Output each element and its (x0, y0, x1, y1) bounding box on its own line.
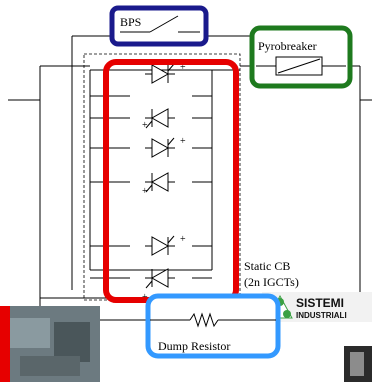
static-cb-label: Static CB (244, 259, 290, 273)
open-switch-icon (149, 15, 179, 33)
plus-marker: + (180, 62, 186, 73)
pyrobreaker: Pyrobreaker (249, 25, 353, 89)
pyrobreaker-label: Pyrobreaker (258, 39, 317, 53)
thyristor-icon-1 (144, 63, 176, 84)
bps-highlight-box (109, 5, 209, 47)
plus-marker: + (180, 136, 186, 147)
plus-marker: + (180, 234, 186, 245)
thyristor-icon-6 (144, 268, 176, 289)
thyristor-icon-3 (144, 137, 176, 158)
dump-resistor-highlight-box (145, 293, 281, 359)
thyristor-icon-5 (144, 235, 176, 256)
thyristor-icon-2 (144, 108, 176, 129)
photo-fragment (0, 306, 100, 382)
plus-marker: + (142, 186, 148, 197)
dump-resistor-label: Dump Resistor (158, 339, 230, 353)
thyristor-icon-4 (144, 172, 176, 193)
photo-fragment-right (344, 346, 372, 382)
static-cb-highlight-box (103, 59, 239, 303)
logo-text-line2: INDUSTRIALI (296, 311, 347, 320)
bps-switch: BPS (109, 5, 209, 47)
logo-text-line1: SISTEMI (296, 296, 344, 310)
static-cb-sublabel: (2n IGCTs) (244, 275, 299, 289)
dump-resistor: Dump Resistor (145, 293, 281, 359)
photo-red-frame (0, 306, 10, 382)
bps-label: BPS (120, 15, 141, 29)
resistor-icon (189, 312, 219, 328)
plus-marker: + (142, 120, 148, 131)
